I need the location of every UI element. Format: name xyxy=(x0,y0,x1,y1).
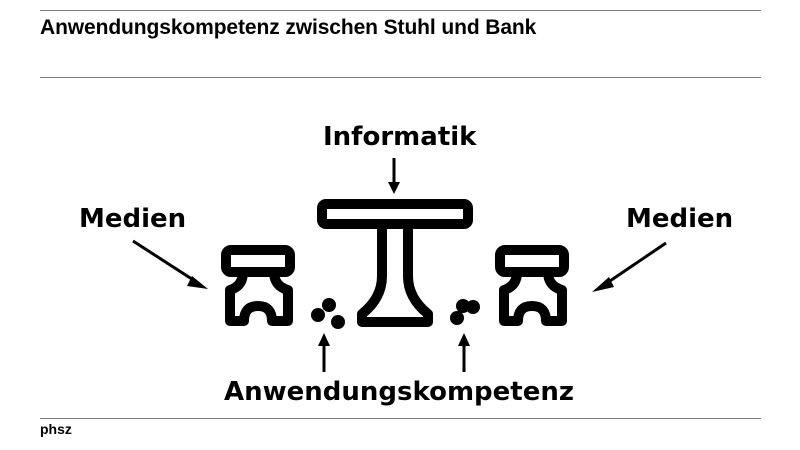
arrow-diagonal-icon-left xyxy=(132,239,208,289)
label-medien-right: Medien xyxy=(626,204,734,234)
title-underline xyxy=(40,77,761,78)
label-medien-left: Medien xyxy=(79,204,187,234)
arrow-diagonal-icon-right xyxy=(592,241,667,292)
footer-rule xyxy=(40,418,761,419)
arrow-up-icon-left xyxy=(318,333,330,372)
label-informatik: Informatik xyxy=(323,122,477,152)
arrow-up-icon-right xyxy=(458,333,470,372)
stool-icon-left xyxy=(221,245,295,326)
table-icon xyxy=(317,199,473,327)
crumbs-icon-right xyxy=(450,299,480,325)
crumbs-icon-left xyxy=(311,298,345,329)
arrow-down-icon xyxy=(388,158,400,194)
stool-icon-right xyxy=(495,245,569,326)
slide-title: Anwendungskompetenz zwischen Stuhl und B… xyxy=(40,16,537,39)
label-anwendungskompetenz: Anwendungskompetenz xyxy=(224,377,575,407)
top-rule xyxy=(40,10,761,11)
footer-logo: phsz xyxy=(40,421,72,437)
